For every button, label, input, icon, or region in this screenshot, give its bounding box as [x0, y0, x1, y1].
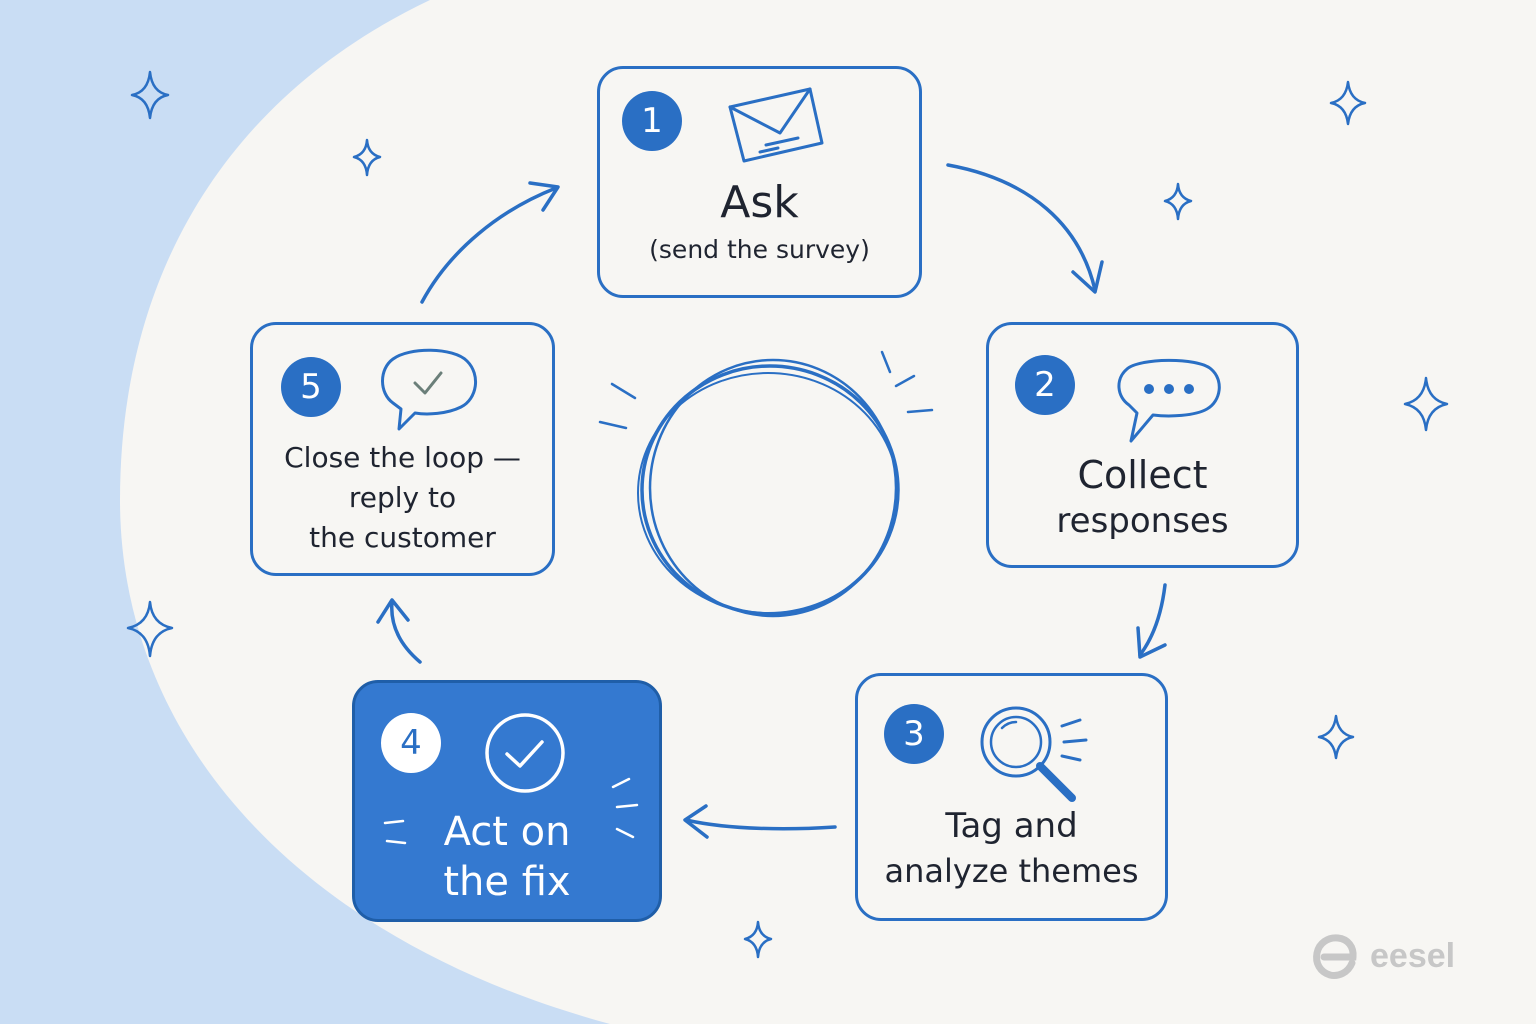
sparkle-icon [1163, 182, 1193, 221]
step-card-tag-analyze: 3 Tag and analyze themes [855, 673, 1168, 921]
eesel-logo-mark [1313, 934, 1357, 979]
step-title-line-1: Collect [1077, 453, 1208, 497]
step-title-line-2: responses [1056, 501, 1229, 541]
sparkle-icon [1403, 376, 1449, 432]
step-title-line-1: Act on [443, 809, 571, 855]
step-card-collect-responses: 2 Collect responses [986, 322, 1299, 568]
step-title: Ask [720, 177, 799, 228]
center-circle-sketch [648, 358, 898, 618]
sparkle-icon [352, 138, 382, 177]
arrow-4-to-5-head [376, 598, 410, 624]
eesel-logo-text: eesel [1370, 936, 1456, 975]
step-title-line-1: Close the loop — [284, 441, 521, 474]
step-number-badge: 3 [884, 704, 944, 764]
step-number-badge: 4 [381, 713, 441, 773]
sparkle-icon [130, 70, 170, 120]
arrow-4-to-5 [390, 600, 422, 664]
arrow-2-to-3-head [1136, 626, 1167, 659]
step-subtitle: (send the survey) [649, 235, 870, 264]
arrow-3-to-4-head [683, 804, 709, 839]
envelope-icon [728, 87, 824, 163]
step-card-act-on-fix: 4 Act on the fix [352, 680, 662, 922]
step-title-line-3: the customer [309, 521, 496, 554]
eesel-logo: eesel [1310, 928, 1480, 984]
step-title-line-1: Tag and [945, 806, 1078, 846]
magnifier-icon [980, 706, 1088, 802]
arrow-3-to-4 [684, 818, 837, 831]
step-title-line-2: the fix [443, 859, 571, 905]
arrow-1-to-2-head [1071, 260, 1104, 294]
arrow-5-to-1-head [528, 181, 560, 212]
sparkle-icon [1329, 80, 1367, 126]
center-circle-sketch-2 [637, 372, 899, 614]
step-title-line-2: analyze themes [884, 852, 1139, 890]
check-circle-icon [485, 713, 565, 793]
circle-emphasis-marks [598, 350, 934, 430]
step-card-ask: 1 Ask (send the survey) [597, 66, 922, 298]
sparkle-icon [743, 920, 773, 959]
sparkle-icon [1317, 714, 1355, 760]
arrow-1-to-2 [946, 163, 1097, 292]
step-number-badge: 5 [281, 357, 341, 417]
step-number-badge: 1 [622, 91, 682, 151]
step-number-badge: 2 [1015, 355, 1075, 415]
step-card-close-loop: 5 Close the loop — reply to the customer [250, 322, 555, 576]
sparkle-icon [126, 600, 174, 658]
speech-bubble-ellipsis-icon [1117, 358, 1221, 443]
speech-bubble-check-icon [381, 348, 477, 431]
arrow-2-to-3 [1138, 583, 1167, 657]
arrow-5-to-1 [420, 186, 558, 304]
step-title-line-2: reply to [348, 481, 457, 514]
emphasis-marks [383, 777, 639, 845]
